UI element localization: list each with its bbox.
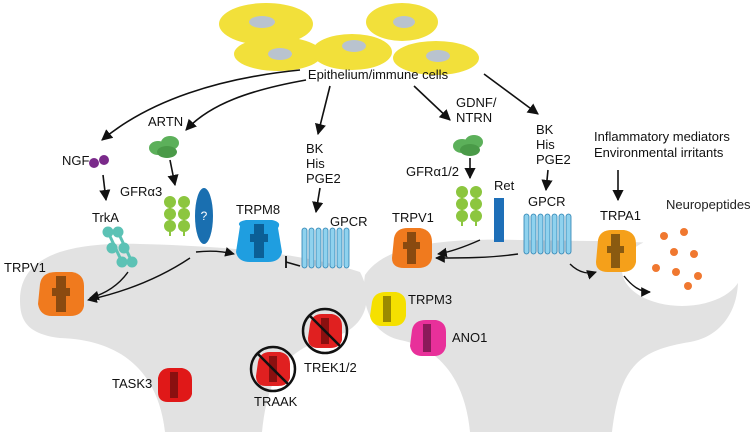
unknown-coreceptor bbox=[195, 188, 213, 244]
gpcr-trpm8-inhibition bbox=[285, 261, 301, 267]
neuropeptides-label: Neuropeptides bbox=[666, 197, 751, 212]
trpm3-label: TRPM3 bbox=[408, 292, 452, 307]
mediator-right-arrow bbox=[541, 169, 553, 192]
ret-receptor bbox=[494, 198, 504, 242]
right-internal-arrows bbox=[435, 239, 597, 280]
trpa1-label: TRPA1 bbox=[600, 208, 641, 223]
ngf-dimer-a bbox=[89, 158, 99, 168]
irritants-label: Environmental irritants bbox=[594, 145, 724, 160]
gpcr-left-label: GPCR bbox=[330, 214, 368, 229]
gpcr-right-label: GPCR bbox=[528, 194, 566, 209]
ngf-dimer-b bbox=[99, 155, 109, 165]
mediator-right-bk: BK bbox=[536, 122, 554, 137]
gdnf-ligand bbox=[453, 135, 483, 156]
source-arrows bbox=[101, 69, 539, 141]
trpm8-label: TRPM8 bbox=[236, 202, 280, 217]
ngf-label: NGF bbox=[62, 153, 90, 168]
trka-label: TrkA bbox=[92, 210, 119, 225]
gfra12-label: GFRα1/2 bbox=[406, 164, 459, 179]
gfra3-label: GFRα3 bbox=[120, 184, 162, 199]
trpm8-channel bbox=[236, 220, 282, 262]
task3-channel bbox=[158, 368, 192, 402]
ano1-channel bbox=[410, 320, 446, 356]
gpcr-left-receptor bbox=[301, 227, 350, 269]
task3-label: TASK3 bbox=[112, 376, 152, 391]
neuropeptide-dots bbox=[652, 228, 702, 290]
trpm3-channel bbox=[370, 292, 406, 326]
traak-label: TRAAK bbox=[254, 394, 298, 409]
ngf-arrow bbox=[99, 174, 111, 202]
gfra3-receptor bbox=[164, 196, 190, 236]
inflammatory-label: Inflammatory mediators bbox=[594, 129, 730, 144]
source-label: Epithelium/immune cells bbox=[308, 67, 449, 82]
gpcr-right-receptor bbox=[523, 213, 572, 255]
traak-blocked-icon bbox=[249, 345, 297, 393]
ntrn-label: NTRN bbox=[456, 110, 492, 125]
trka-receptor bbox=[102, 226, 138, 268]
artn-arrow bbox=[167, 159, 179, 187]
left-internal-arrows bbox=[87, 247, 235, 303]
artn-label: ARTN bbox=[148, 114, 183, 129]
mediator-left-bk: BK bbox=[306, 141, 324, 156]
gdnf-label: GDNF/ bbox=[456, 95, 497, 110]
neuropeptide-release-arrow bbox=[623, 275, 651, 297]
trpv1-left-label: TRPV1 bbox=[4, 260, 46, 275]
unknown-coreceptor-label: ? bbox=[201, 209, 208, 223]
mediator-left-pge2: PGE2 bbox=[306, 171, 341, 186]
mediator-left-his: His bbox=[306, 156, 325, 171]
epithelial-cells bbox=[219, 3, 479, 75]
trek12-blocked-icon bbox=[301, 307, 349, 355]
gfra12-receptor bbox=[456, 186, 482, 226]
trpa1-channel bbox=[596, 230, 636, 272]
trpv1-left-channel bbox=[38, 272, 84, 316]
ret-label: Ret bbox=[494, 178, 515, 193]
trpv1-right-channel bbox=[392, 228, 432, 268]
mediator-right-pge2: PGE2 bbox=[536, 152, 571, 167]
vesicle-release-area bbox=[622, 234, 742, 306]
artn-ligand bbox=[149, 136, 179, 158]
ano1-label: ANO1 bbox=[452, 330, 487, 345]
trek12-label: TREK1/2 bbox=[304, 360, 357, 375]
mediator-right-his: His bbox=[536, 137, 555, 152]
mediator-left-arrow bbox=[312, 187, 324, 214]
trpv1-right-label: TRPV1 bbox=[392, 210, 434, 225]
